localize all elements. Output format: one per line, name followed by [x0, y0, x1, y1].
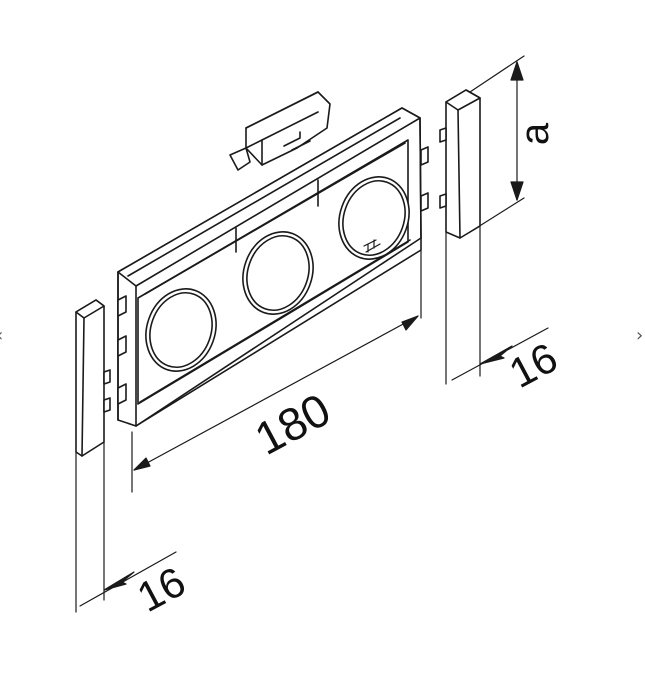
dimension-label-width-main: 180 — [246, 383, 338, 465]
label-symbol — [363, 239, 381, 253]
previous-arrow-icon[interactable]: ‹ — [0, 327, 3, 345]
socket-openings — [145, 176, 410, 372]
dimension-label-right-cap: 16 — [502, 333, 565, 396]
dimension-label-left-cap: 16 — [130, 557, 193, 620]
left-end-cap — [75, 299, 111, 457]
connector-clip — [229, 91, 331, 171]
socket-opening-3 — [338, 176, 410, 260]
socket-opening-2 — [242, 231, 314, 315]
dimension-lines — [75, 55, 549, 613]
right-end-cap — [439, 89, 481, 239]
socket-opening-1 — [145, 288, 217, 372]
dimension-label-height: a — [513, 122, 557, 145]
next-arrow-icon[interactable]: › — [636, 325, 644, 346]
